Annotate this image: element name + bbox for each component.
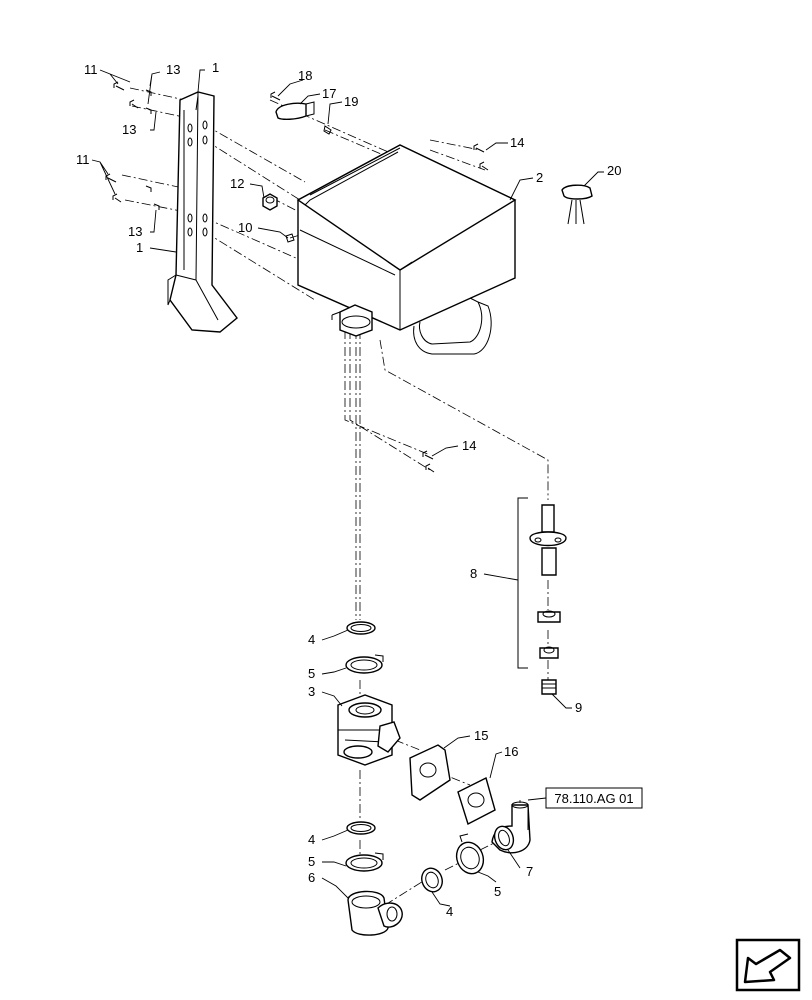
callout-5-upper: 5 <box>308 666 315 681</box>
callout-4-upper: 4 <box>308 632 315 647</box>
bracket-part-1 <box>167 91 238 333</box>
callout-20: 20 <box>607 163 621 178</box>
screws-11-13 <box>105 81 160 210</box>
callout-3: 3 <box>308 684 315 699</box>
callout-5-lower: 5 <box>308 854 315 869</box>
callout-15: 15 <box>474 728 488 743</box>
callout-13-mid: 13 <box>122 122 136 137</box>
callout-11-top: 11 <box>84 62 98 77</box>
callout-6: 6 <box>308 870 315 885</box>
callout-4-horizontal: 4 <box>446 904 453 919</box>
callout-5-horizontal: 5 <box>494 884 501 899</box>
reference-box-label: 78.110.AG 01 <box>554 791 633 806</box>
callout-1-side: 1 <box>136 240 143 255</box>
callout-7: 7 <box>526 864 533 879</box>
tank-part-2 <box>296 144 517 355</box>
screws-14 <box>422 143 489 473</box>
callout-18: 18 <box>298 68 312 83</box>
callout-11-mid: 11 <box>76 152 90 167</box>
callout-12: 12 <box>230 176 244 191</box>
callout-9: 9 <box>575 700 582 715</box>
callout-19: 19 <box>344 94 358 109</box>
elbow-parts-4-5-7 <box>421 801 531 893</box>
callout-13-top: 13 <box>166 62 180 77</box>
gasket-plates-15-16 <box>409 744 496 826</box>
callout-4-lower: 4 <box>308 832 315 847</box>
callout-8: 8 <box>470 566 477 581</box>
reference-box[interactable]: 78.110.AG 01 <box>527 787 643 809</box>
callout-labels: 11 13 1 13 11 13 1 12 10 18 17 19 14 2 2… <box>76 60 621 919</box>
callout-2: 2 <box>536 170 543 185</box>
drain-assembly-part-8 <box>517 497 567 695</box>
callout-14-top: 14 <box>510 135 524 150</box>
callout-1-top: 1 <box>212 60 219 75</box>
callout-14-lower: 14 <box>462 438 476 453</box>
callout-16: 16 <box>504 744 518 759</box>
arrow-back-icon[interactable] <box>735 938 801 992</box>
fitting-parts-10-12 <box>262 193 295 243</box>
callout-17: 17 <box>322 86 336 101</box>
leader-lines <box>91 69 604 907</box>
callout-13-bottom: 13 <box>128 224 142 239</box>
valve-stack-lower <box>345 821 403 936</box>
valve-stack-upper <box>337 621 401 766</box>
callout-10: 10 <box>238 220 252 235</box>
knob-part-20 <box>561 184 593 225</box>
clamp-parts-17-18-19 <box>270 91 332 135</box>
